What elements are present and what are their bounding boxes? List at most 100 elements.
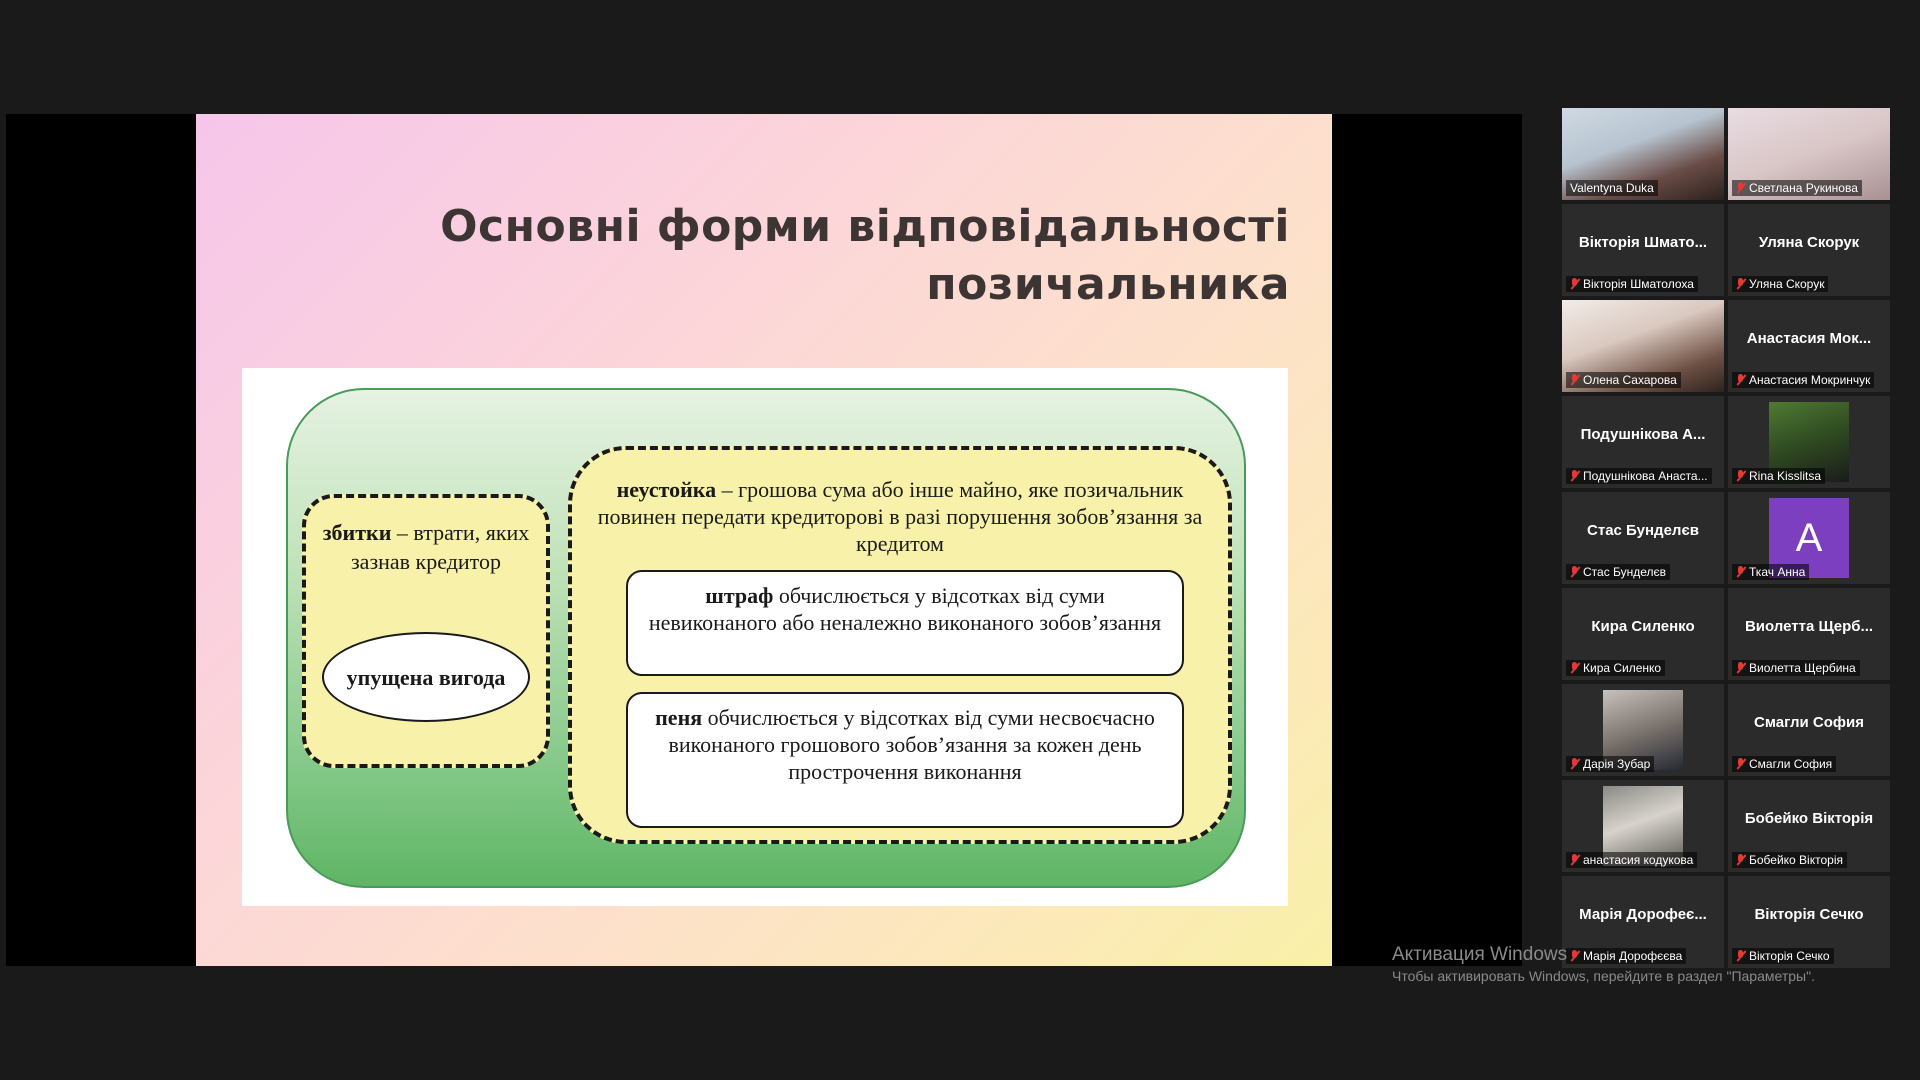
participant-tile[interactable]: анастасия кодукова bbox=[1562, 780, 1724, 872]
participant-name: Подушнікова Анаста... bbox=[1583, 469, 1708, 483]
participant-name-label: Кира Силенко bbox=[1566, 660, 1666, 676]
participant-display-name: Вікторія Сечко bbox=[1754, 906, 1864, 923]
penalty-term: неустойка bbox=[616, 477, 717, 502]
mic-muted-icon bbox=[1570, 374, 1580, 386]
participant-tile[interactable]: Valentyna Duka bbox=[1562, 108, 1724, 200]
participant-name: Марія Дорофєєва bbox=[1583, 949, 1683, 963]
participant-name-label: Олена Сахарова bbox=[1566, 372, 1681, 388]
losses-definition: – втрати, яких зазнав кредитор bbox=[350, 520, 530, 574]
participant-tile[interactable]: Анастасия Мок... Анастасия Мокринчук bbox=[1728, 300, 1890, 392]
participant-display-name: Смагли София bbox=[1754, 714, 1864, 731]
participant-name-label: Марія Дорофєєва bbox=[1566, 948, 1687, 964]
participant-name-label: Valentyna Duka bbox=[1566, 180, 1658, 196]
peni-definition: обчислюється у відсотках від суми несвоє… bbox=[668, 705, 1155, 784]
participant-name-label: Дарія Зубар bbox=[1566, 756, 1655, 772]
participant-name: Светлана Рукинова bbox=[1749, 181, 1858, 195]
participant-display-name: Подушнікова А... bbox=[1580, 426, 1706, 443]
participant-display-name: Бобейко Вікторія bbox=[1744, 810, 1874, 827]
participant-name-label: Ткач Анна bbox=[1732, 564, 1810, 580]
mic-muted-icon bbox=[1570, 566, 1580, 578]
mic-muted-icon bbox=[1570, 662, 1580, 674]
mic-muted-icon bbox=[1570, 278, 1580, 290]
participant-name-label: Светлана Рукинова bbox=[1732, 180, 1862, 196]
participant-display-name: Виолетта Щерб... bbox=[1744, 618, 1874, 635]
participant-name: Вікторія Шматолоха bbox=[1583, 277, 1694, 291]
participant-name: Кира Силенко bbox=[1583, 661, 1662, 675]
mic-muted-icon bbox=[1736, 470, 1746, 482]
losses-term: збитки bbox=[322, 520, 392, 545]
participant-name: Смагли София bbox=[1749, 757, 1833, 771]
participant-name: Вікторія Сечко bbox=[1749, 949, 1830, 963]
participant-name: анастасия кодукова bbox=[1583, 853, 1694, 867]
penalty-text: неустойка – грошова сума або інше майно,… bbox=[592, 476, 1208, 557]
mic-muted-icon bbox=[1570, 950, 1580, 962]
participant-name-label: Rina Kisslitsa bbox=[1732, 468, 1826, 484]
windows-activation-watermark: Активация Windows Чтобы активировать Win… bbox=[1392, 944, 1815, 984]
losses-text: збитки – втрати, яких зазнав кредитор bbox=[316, 518, 536, 576]
losses-block: збитки – втрати, яких зазнав кредитор уп… bbox=[302, 494, 550, 768]
diagram-panel: збитки – втрати, яких зазнав кредитор уп… bbox=[242, 368, 1288, 906]
participant-name-label: Смагли София bbox=[1732, 756, 1837, 772]
peni-box: пеня обчислюється у відсотках від суми н… bbox=[626, 692, 1184, 828]
penalty-definition: – грошова сума або інше майно, яке позич… bbox=[597, 477, 1203, 556]
participant-tile[interactable]: Подушнікова А... Подушнікова Анаста... bbox=[1562, 396, 1724, 488]
mic-muted-icon bbox=[1570, 470, 1580, 482]
participant-name: Стас Бунделєв bbox=[1583, 565, 1667, 579]
participant-name-label: Вікторія Шматолоха bbox=[1566, 276, 1698, 292]
participant-tile[interactable]: Виолетта Щерб... Виолетта Щербина bbox=[1728, 588, 1890, 680]
watermark-title: Активация Windows bbox=[1392, 944, 1568, 965]
shared-screen: Основні форми відповідальності позичальн… bbox=[6, 114, 1522, 966]
mic-muted-icon bbox=[1570, 854, 1580, 866]
fine-box: штраф обчислюється у відсотках від суми … bbox=[626, 570, 1184, 676]
mic-muted-icon bbox=[1736, 854, 1746, 866]
slide-title-line1: Основні форми відповідальності bbox=[440, 201, 1290, 252]
participant-name-label: Стас Бунделєв bbox=[1566, 564, 1671, 580]
fine-definition: обчислюється у відсотках від суми невико… bbox=[648, 583, 1162, 635]
participant-name: Анастасия Мокринчук bbox=[1749, 373, 1871, 387]
participant-display-name: Уляна Скорук bbox=[1758, 234, 1860, 251]
participant-name-label: Подушнікова Анаста... bbox=[1566, 468, 1712, 484]
mic-muted-icon bbox=[1736, 374, 1746, 386]
participant-name-label: Бобейко Вікторія bbox=[1732, 852, 1847, 868]
participant-name: Ткач Анна bbox=[1749, 565, 1806, 579]
participant-name-label: Вікторія Сечко bbox=[1732, 948, 1834, 964]
mic-muted-icon bbox=[1736, 566, 1746, 578]
mic-muted-icon bbox=[1736, 182, 1746, 194]
mic-muted-icon bbox=[1570, 758, 1580, 770]
mic-muted-icon bbox=[1736, 950, 1746, 962]
participant-display-name: Анастасия Мок... bbox=[1746, 330, 1872, 347]
lost-profit-label: упущена вигода bbox=[346, 664, 506, 690]
participant-tile[interactable]: Марія Дорофеє... Марія Дорофєєва bbox=[1562, 876, 1724, 968]
participant-name-label: анастасия кодукова bbox=[1566, 852, 1698, 868]
participant-tile[interactable]: Дарія Зубар bbox=[1562, 684, 1724, 776]
participant-name: Олена Сахарова bbox=[1583, 373, 1677, 387]
peni-term: пеня bbox=[655, 705, 703, 730]
participant-name: Уляна Скорук bbox=[1749, 277, 1825, 291]
participant-name: Дарія Зубар bbox=[1583, 757, 1651, 771]
watermark-subtitle: Чтобы активировать Windows, перейдите в … bbox=[1392, 968, 1815, 984]
participant-display-name: Марія Дорофеє... bbox=[1579, 906, 1707, 923]
presentation-slide: Основні форми відповідальності позичальн… bbox=[196, 114, 1332, 966]
mic-muted-icon bbox=[1736, 662, 1746, 674]
participant-tile[interactable]: Rina Kisslitsa bbox=[1728, 396, 1890, 488]
participant-name-label: Виолетта Щербина bbox=[1732, 660, 1860, 676]
participant-display-name: Кира Силенко bbox=[1591, 618, 1695, 635]
penalty-block: неустойка – грошова сума або інше майно,… bbox=[568, 446, 1232, 844]
mic-muted-icon bbox=[1736, 278, 1746, 290]
participant-name: Rina Kisslitsa bbox=[1749, 469, 1822, 483]
participant-tile[interactable]: Олена Сахарова bbox=[1562, 300, 1724, 392]
slide-title: Основні форми відповідальності позичальн… bbox=[390, 198, 1290, 314]
participant-name: Бобейко Вікторія bbox=[1749, 853, 1843, 867]
participant-name: Valentyna Duka bbox=[1570, 181, 1654, 195]
participant-tile[interactable]: Светлана Рукинова bbox=[1728, 108, 1890, 200]
participant-tile[interactable]: Вікторія Шмато...Вікторія Шматолоха bbox=[1562, 204, 1724, 296]
mic-muted-icon bbox=[1736, 758, 1746, 770]
